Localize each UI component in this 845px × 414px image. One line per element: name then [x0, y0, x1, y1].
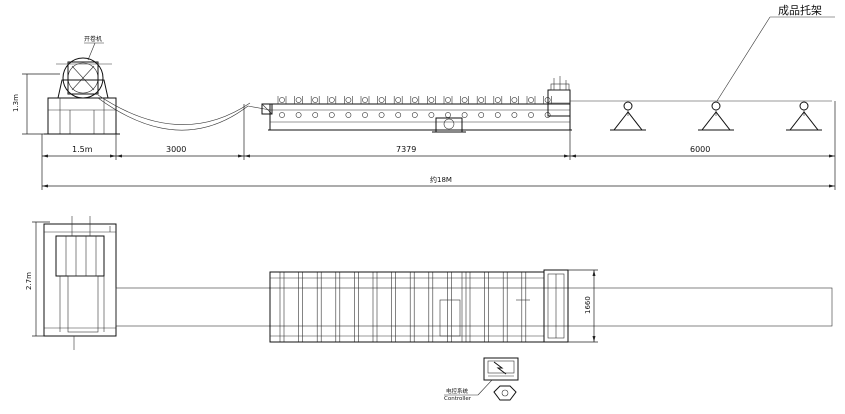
machine-length-dim: 7379 — [396, 145, 416, 154]
upper-roller — [395, 97, 402, 103]
upper-roller — [461, 97, 468, 103]
upper-roller — [494, 97, 501, 103]
height-dim: 1.3m — [12, 94, 20, 112]
upper-roller — [279, 97, 285, 103]
plan-stand — [298, 271, 303, 343]
upper-roller — [411, 97, 418, 103]
cutting-unit-plan — [543, 269, 569, 343]
machine-width-dim: 1660 — [584, 296, 592, 314]
plan-motor — [439, 299, 461, 337]
lower-roller — [345, 112, 352, 118]
plan-stand — [409, 271, 415, 343]
decoiler-elevation — [44, 57, 120, 135]
upper-roller — [295, 97, 302, 103]
plan-stand — [428, 271, 434, 343]
upper-roller — [328, 97, 335, 103]
machine-frame — [269, 103, 571, 131]
rack-roller — [711, 101, 721, 111]
upper-roller — [378, 97, 385, 103]
motor-wheel — [443, 118, 455, 130]
strip-loop — [97, 97, 249, 131]
decoiler-width-dim: 1.5m — [72, 145, 93, 154]
upper-roller — [362, 97, 368, 103]
decoiler-label: 开卷机 — [84, 35, 102, 43]
upper-roller — [528, 97, 534, 103]
upper-roller — [478, 97, 485, 103]
lower-roller — [279, 112, 285, 118]
lower-roller — [295, 112, 302, 118]
upper-roller — [345, 97, 352, 103]
product-racks — [610, 101, 822, 131]
plan-stand — [391, 271, 396, 343]
lower-roller — [428, 112, 435, 118]
controller-cn-label: 电控系统 — [446, 387, 469, 395]
upper-roller — [312, 97, 319, 103]
lower-roller — [395, 112, 402, 118]
upper-roller — [445, 97, 451, 103]
plan-stand — [484, 271, 489, 343]
plan-width-dim: 2.7m — [25, 272, 33, 290]
controller-en-label: Controller — [444, 396, 472, 402]
plan-stand — [372, 271, 378, 343]
total-length-dim: 约18M — [430, 175, 452, 184]
rack-roller — [623, 101, 633, 111]
upper-roller — [511, 97, 518, 103]
plan-stand — [521, 271, 527, 343]
plan-stand — [335, 271, 341, 343]
strip-plan — [115, 287, 833, 327]
plan-stand — [354, 271, 359, 343]
plan-stand — [502, 271, 508, 343]
plan-stand — [316, 271, 322, 343]
lower-roller — [362, 112, 368, 118]
upper-roller — [428, 97, 435, 103]
entry-guide — [261, 103, 273, 115]
roll-forming-machine-plan — [269, 271, 545, 343]
finished-rack-label: 成品托架 — [778, 3, 822, 17]
lower-roller — [528, 112, 534, 118]
cutting-unit — [547, 76, 571, 117]
finished-rack-leader — [716, 16, 771, 102]
lower-roller — [378, 112, 385, 118]
lower-roller — [494, 112, 501, 118]
controller-cabinet — [483, 357, 519, 401]
decoiler-plan — [43, 216, 117, 350]
plan-stand — [447, 271, 452, 343]
lower-roller — [411, 112, 418, 118]
dim-row-1 — [41, 101, 836, 190]
lower-roller — [478, 112, 485, 118]
plan-stand — [279, 271, 285, 343]
lower-roller — [461, 112, 468, 118]
rack-length-dim: 6000 — [690, 145, 710, 154]
rack-roller — [799, 101, 809, 111]
roll-forming-machine-elevation — [268, 96, 572, 133]
plan-stand — [465, 271, 471, 343]
lower-roller — [328, 112, 335, 118]
machine-plan-frame — [269, 271, 545, 343]
lower-roller — [312, 112, 319, 118]
gap-dim: 3000 — [166, 145, 186, 154]
lower-roller — [445, 112, 451, 118]
lower-roller — [511, 112, 518, 118]
